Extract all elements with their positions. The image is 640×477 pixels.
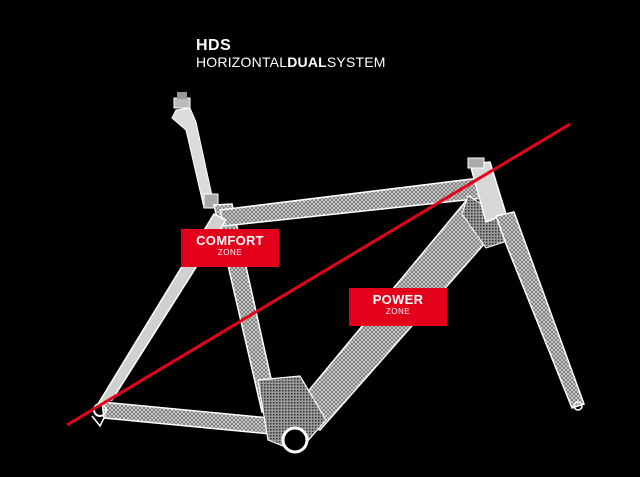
comfort-zone-title: COMFORT — [196, 233, 264, 248]
bottom-bracket — [257, 375, 327, 454]
power-zone-title: POWER — [372, 292, 424, 307]
title-sub-part3: SYSTEM — [326, 54, 386, 70]
power-zone-label: POWER ZONE — [349, 288, 447, 326]
comfort-zone-subtitle: ZONE — [217, 248, 243, 257]
title-main: HDS — [196, 37, 232, 54]
seat-post — [171, 92, 219, 209]
power-zone-subtitle: ZONE — [385, 307, 411, 316]
title-sub-part2: DUAL — [287, 54, 327, 70]
title-block: HDS HORIZONTALDUALSYSTEM — [196, 37, 386, 71]
title-sub: HORIZONTALDUALSYSTEM — [196, 54, 386, 70]
title-sub-part1: HORIZONTAL — [196, 54, 288, 70]
fork — [495, 211, 585, 411]
zone-divider-line — [66, 122, 571, 427]
top-tube — [219, 177, 485, 227]
comfort-zone-label: COMFORT ZONE — [181, 229, 279, 267]
